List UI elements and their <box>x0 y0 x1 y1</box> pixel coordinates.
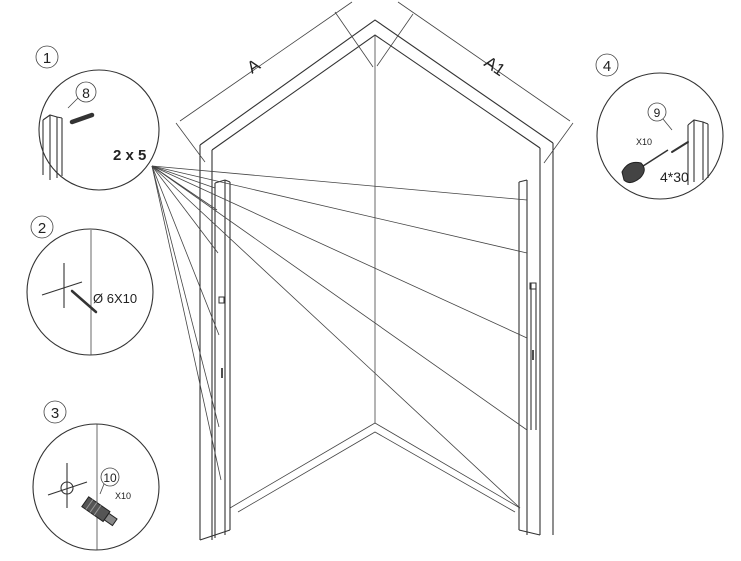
part-10-number: 10 <box>103 471 117 485</box>
drill-size-label: Ø 6X10 <box>93 291 137 306</box>
part-9-badge <box>647 102 667 122</box>
part-9-number: 9 <box>654 106 661 120</box>
screw-icon <box>671 141 689 153</box>
step-4-number: 4 <box>603 58 611 75</box>
quantity-label: 2 x 5 <box>113 147 146 164</box>
step-3-number: 3 <box>51 405 59 422</box>
left-wall-profile <box>199 145 231 541</box>
step-1-detail-circle <box>38 69 160 191</box>
step-2-detail-circle <box>26 228 154 356</box>
right-wall-profile <box>518 143 554 536</box>
step-1: 1 8 <box>35 45 160 191</box>
dimension-a-label: A <box>244 55 265 77</box>
step-4: 4 9 X10 4*30 <box>595 53 724 200</box>
step-4-count: X10 <box>636 137 652 147</box>
step-2-number: 2 <box>38 220 46 237</box>
screw-size-label: 4*30 <box>660 169 689 185</box>
step-2-badge <box>30 215 54 239</box>
step-4-detail-circle <box>596 72 724 200</box>
wall-dowel-icon <box>81 496 118 527</box>
dimension-a1: A1 <box>376 1 574 164</box>
part-10-badge <box>100 467 120 487</box>
step-2: 2 Ø 6X10 <box>26 215 154 356</box>
drill-point-leaders <box>151 165 528 509</box>
step-3-count: X10 <box>115 491 131 501</box>
drill-bit-icon <box>70 289 98 314</box>
part-8-badge <box>75 81 97 103</box>
step-1-number: 1 <box>43 50 51 67</box>
part-8-number: 8 <box>82 85 90 101</box>
step-3-badge <box>43 400 67 424</box>
step-4-badge <box>595 53 619 77</box>
wall-corner <box>199 19 554 513</box>
step-3: 3 10 X10 <box>32 400 160 551</box>
dimension-a: A <box>175 1 374 163</box>
screwdriver-icon <box>621 149 669 184</box>
step-1-badge <box>35 45 59 69</box>
step-3-detail-circle <box>32 423 160 551</box>
wall-plug-icon <box>69 112 95 125</box>
